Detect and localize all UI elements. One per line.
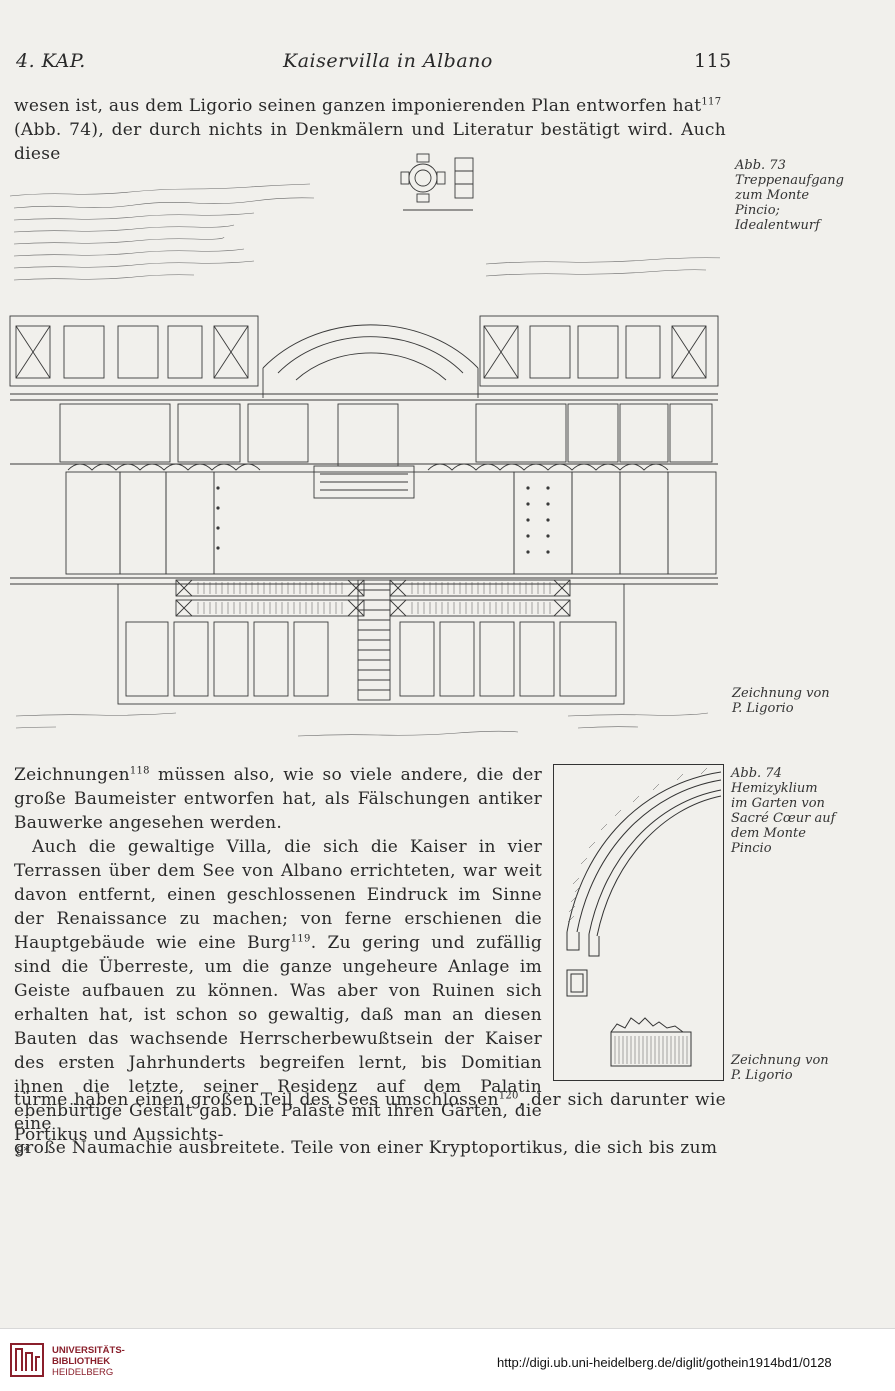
figure-abb73-plan <box>9 153 720 737</box>
arcade-row <box>67 463 669 471</box>
caption-abb74: Abb. 74 Hemizyklium im Garten von Sacré … <box>731 766 835 856</box>
digitization-footer: UNIVERSITÄTS- BIBLIOTHEK HEIDELBERG http… <box>0 1328 895 1391</box>
colonnade-dots <box>216 486 550 554</box>
central-stair <box>313 465 415 499</box>
top-line-1: wesen ist, aus dem Ligorio seinen ganzen… <box>14 96 702 116</box>
paragraph-bottom: türme haben einen großen Teil des Sees u… <box>14 1088 726 1160</box>
descending-stair <box>357 579 391 701</box>
paragraph-text: . Zu gering und zufällig sind die Überre… <box>14 933 542 1145</box>
paragraph-text: Auch die gewaltige Villa, die sich die K… <box>14 837 542 953</box>
paragraph-text: Zeichnungen <box>14 765 130 785</box>
hemicycle <box>262 324 479 398</box>
caption-abb74-line: Pincio <box>731 841 772 856</box>
credit-abb73-line: P. Ligorio <box>732 701 794 716</box>
chapter-header: 4. KAP. <box>16 50 86 72</box>
library-name: UNIVERSITÄTS- BIBLIOTHEK HEIDELBERG <box>52 1345 125 1378</box>
paragraph-text: müssen also, wie so viele andere, die de… <box>14 765 542 833</box>
book-page: 4. KAP. Kaiservilla in Albano 115 wesen … <box>9 50 844 1160</box>
caption-abb74-line: im Garten von <box>731 796 825 811</box>
footnote-ref-117: 117 <box>701 96 722 108</box>
credit-abb74-line: Zeichnung von <box>731 1053 829 1068</box>
caption-abb73: Abb. 73 Treppenaufgang zum Monte Pincio;… <box>735 158 844 233</box>
page-signature: 8* <box>16 1144 30 1158</box>
library-logo-icon <box>10 1343 44 1377</box>
running-title: Kaiservilla in Albano <box>283 50 493 72</box>
caption-abb74-line: Abb. 74 <box>731 766 782 781</box>
bottom-compartments <box>117 583 625 705</box>
middle-compartments <box>59 403 713 467</box>
credit-abb73-line: Zeichnung von <box>732 686 830 701</box>
top-paragraph: wesen ist, aus dem Ligorio seinen ganzen… <box>14 94 726 166</box>
handwritten-notes-bottom <box>15 712 709 737</box>
inset-round-temple <box>400 153 474 211</box>
caption-abb73-line: Idealentwurf <box>735 218 820 233</box>
top-line-2: (Abb. 74), der durch nichts in Denkmäler… <box>14 120 726 164</box>
library-name-line: BIBLIOTHEK <box>52 1356 111 1367</box>
caption-abb74-line: Sacré Cœur auf <box>731 811 836 826</box>
paragraph-text: türme haben einen großen Teil des Sees u… <box>14 1090 499 1110</box>
credit-abb74-line: P. Ligorio <box>731 1068 793 1083</box>
library-name-line: HEIDELBERG <box>52 1367 114 1378</box>
library-name-line: UNIVERSITÄTS- <box>52 1345 125 1356</box>
caption-abb73-line: Pincio; <box>735 203 780 218</box>
upper-wing-right <box>479 315 719 387</box>
paragraph-text: große Naumachie ausbreitete. Teile von e… <box>14 1138 718 1158</box>
paragraph-zeichnungen: Zeichnungen118 müssen also, wie so viele… <box>14 763 542 835</box>
figure-abb74-hemicycle <box>553 764 724 1081</box>
handwritten-notes-left <box>9 183 315 281</box>
caption-abb73-line: zum Monte <box>735 188 810 203</box>
credit-abb73: Zeichnung von P. Ligorio <box>732 686 830 716</box>
caption-abb74-line: Hemizyklium <box>731 781 818 796</box>
caption-abb73-line: Treppenaufgang <box>735 173 844 188</box>
footnote-ref-119: 119 <box>290 933 311 945</box>
caption-abb74-line: dem Monte <box>731 826 806 841</box>
lower-galleries <box>175 579 571 617</box>
lower-court <box>65 471 717 575</box>
page-number: 115 <box>694 50 732 72</box>
hatching <box>197 582 551 614</box>
source-url-link[interactable]: http://digi.ub.uni-heidelberg.de/diglit/… <box>497 1355 832 1370</box>
paragraph-villa: Auch die gewaltige Villa, die sich die K… <box>14 835 542 1147</box>
caption-abb73-line: Abb. 73 <box>735 158 786 173</box>
footnote-ref-120: 120 <box>498 1090 519 1102</box>
handwritten-notes-right <box>485 257 720 277</box>
paragraph-text: , der sich darunter wie eine <box>14 1090 726 1134</box>
credit-abb74: Zeichnung von P. Ligorio <box>731 1053 829 1083</box>
footnote-ref-118: 118 <box>129 765 150 777</box>
upper-wing-left <box>9 315 259 387</box>
